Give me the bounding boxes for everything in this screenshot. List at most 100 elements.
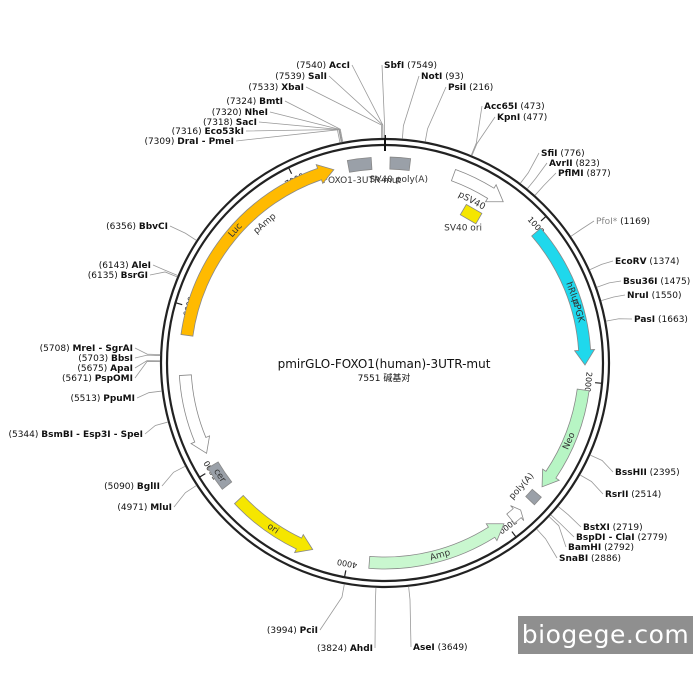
site-label: (6135) BsrGI bbox=[88, 271, 148, 281]
site-label: SbfI (7549) bbox=[384, 61, 437, 71]
site-bsmbi-esp3i-spei: (5344) BsmBI - Esp3I - SpeI bbox=[8, 421, 168, 440]
site-leader bbox=[601, 294, 626, 301]
feature-ppgk bbox=[178, 374, 211, 454]
tick-mark bbox=[511, 531, 517, 538]
site-leader bbox=[550, 514, 575, 538]
site-leader bbox=[527, 162, 548, 189]
site-label: RsrII (2514) bbox=[605, 490, 661, 500]
site-label: PsiI (216) bbox=[448, 83, 493, 93]
site-sfii: SfiI (776) bbox=[520, 149, 585, 184]
feature-neo bbox=[541, 388, 590, 488]
site-label: (7533) XbaI bbox=[248, 83, 304, 93]
site-pflmi: PflMI (877) bbox=[534, 169, 611, 196]
site-leader bbox=[471, 116, 496, 156]
site-label: (3824) AhdI bbox=[317, 644, 373, 654]
site-leader bbox=[136, 390, 162, 399]
restriction-sites: (7540) AccI(7539) SalI(7533) XbaI(7324) … bbox=[8, 61, 690, 654]
site-bsshii: BssHII (2395) bbox=[590, 454, 680, 478]
site-leader bbox=[570, 220, 595, 237]
site-leader bbox=[161, 465, 186, 487]
site-label: (7318) SacI bbox=[203, 118, 257, 128]
site-label: PflMI (877) bbox=[558, 169, 611, 179]
feature-cer bbox=[207, 461, 233, 490]
site-leader bbox=[548, 516, 567, 548]
site-label: (7309) DraI - PmeI bbox=[144, 137, 234, 147]
site-bbsi: (5703) BbsI bbox=[78, 354, 161, 364]
site-leader bbox=[470, 105, 483, 156]
site-drai-pmei: (7309) DraI - PmeI bbox=[144, 129, 341, 147]
site-mrei-sgrai: (5708) MreI - SgrAI bbox=[40, 344, 161, 356]
site-label: BssHII (2395) bbox=[615, 468, 680, 478]
site-bstxi: BstXI (2719) bbox=[558, 506, 643, 533]
feature-label: FOXO1-3UTR-mut bbox=[323, 176, 402, 186]
site-leader bbox=[590, 454, 614, 473]
site-label: BstXI (2719) bbox=[583, 523, 643, 533]
feature-amp bbox=[368, 523, 505, 570]
site-label: (4971) MluI bbox=[117, 503, 172, 513]
site-bbvci: (6356) BbvCI bbox=[106, 222, 197, 241]
site-label: (5675) ApaI bbox=[77, 364, 133, 374]
site-leader bbox=[319, 584, 345, 631]
site-leader bbox=[596, 280, 622, 288]
site-label: PasI (1663) bbox=[634, 315, 688, 325]
site-xbai: (7533) XbaI bbox=[248, 83, 383, 139]
tick-label: 4000 bbox=[336, 557, 358, 570]
tick-mark bbox=[287, 167, 293, 175]
feature-sv40-ori bbox=[459, 203, 483, 225]
site-bmti: (7324) BmtI bbox=[226, 97, 344, 143]
site-label: Bsu36I (1475) bbox=[623, 277, 690, 287]
site-bsrgi: (6135) BsrGI bbox=[88, 271, 178, 281]
site-label: NruI (1550) bbox=[627, 291, 682, 301]
feature-sv40-poly-a- bbox=[389, 156, 412, 171]
plasmid-name: pmirGLO-FOXO1(human)-3UTR-mut bbox=[278, 357, 491, 371]
site-mlui: (4971) MluI bbox=[117, 485, 197, 513]
site-leader bbox=[258, 121, 343, 143]
site-label: (5090) BglII bbox=[104, 482, 160, 492]
tick-mark bbox=[540, 215, 547, 222]
feature-psv40 bbox=[450, 168, 504, 203]
site-label: Acc65I (473) bbox=[484, 102, 545, 112]
site-kpni: KpnI (477) bbox=[471, 113, 547, 156]
site-leader bbox=[374, 587, 377, 649]
tick-mark bbox=[595, 382, 603, 384]
site-leader bbox=[589, 260, 614, 271]
site-pcii: (3994) PciI bbox=[267, 584, 345, 636]
backbone-ring bbox=[159, 135, 611, 589]
plasmid-size: 7551 碱基对 bbox=[358, 372, 411, 384]
feature-poly-a- bbox=[525, 488, 542, 506]
site-leader bbox=[134, 354, 161, 359]
site-eco53ki: (7316) Eco53kI bbox=[172, 127, 342, 143]
site-sbfi: SbfI (7549) bbox=[381, 61, 437, 139]
site-label: (5513) PpuMI bbox=[70, 394, 135, 404]
site-psii: PsiI (216) bbox=[424, 83, 493, 142]
site-pfoi-: PfoI* (1169) bbox=[570, 217, 650, 237]
site-label: (7539) SalI bbox=[275, 72, 327, 82]
site-leader bbox=[269, 111, 343, 143]
site-leader bbox=[144, 421, 168, 435]
site-label: (3994) PciI bbox=[267, 626, 318, 636]
site-noti: NotI (93) bbox=[401, 72, 464, 139]
site-leader bbox=[134, 361, 161, 379]
feature-foxo1-3utr-mut bbox=[346, 157, 373, 173]
site-label: BspDI - ClaI (2779) bbox=[576, 533, 667, 543]
site-bamhi: BamHI (2792) bbox=[548, 516, 634, 553]
feature-label: SV40 ori bbox=[444, 223, 482, 233]
site-leader bbox=[536, 528, 558, 559]
site-label: KpnI (477) bbox=[497, 113, 547, 123]
site-leader bbox=[235, 129, 341, 143]
site-leader bbox=[152, 264, 178, 276]
site-leader bbox=[401, 75, 420, 139]
tick-mark bbox=[199, 473, 206, 478]
site-leader bbox=[579, 474, 604, 495]
site-label: (5708) MreI - SgrAI bbox=[40, 344, 133, 354]
site-ppumi: (5513) PpuMI bbox=[70, 390, 162, 404]
site-label: (6356) BbvCI bbox=[106, 222, 168, 232]
site-label: (7320) NheI bbox=[212, 108, 268, 118]
site-label: PfoI* (1169) bbox=[596, 217, 650, 227]
site-label: (6143) AleI bbox=[99, 261, 151, 271]
site-label: NotI (93) bbox=[421, 72, 464, 82]
site-rsrii: RsrII (2514) bbox=[579, 474, 661, 500]
site-leader bbox=[558, 506, 582, 528]
site-leader bbox=[408, 586, 412, 648]
